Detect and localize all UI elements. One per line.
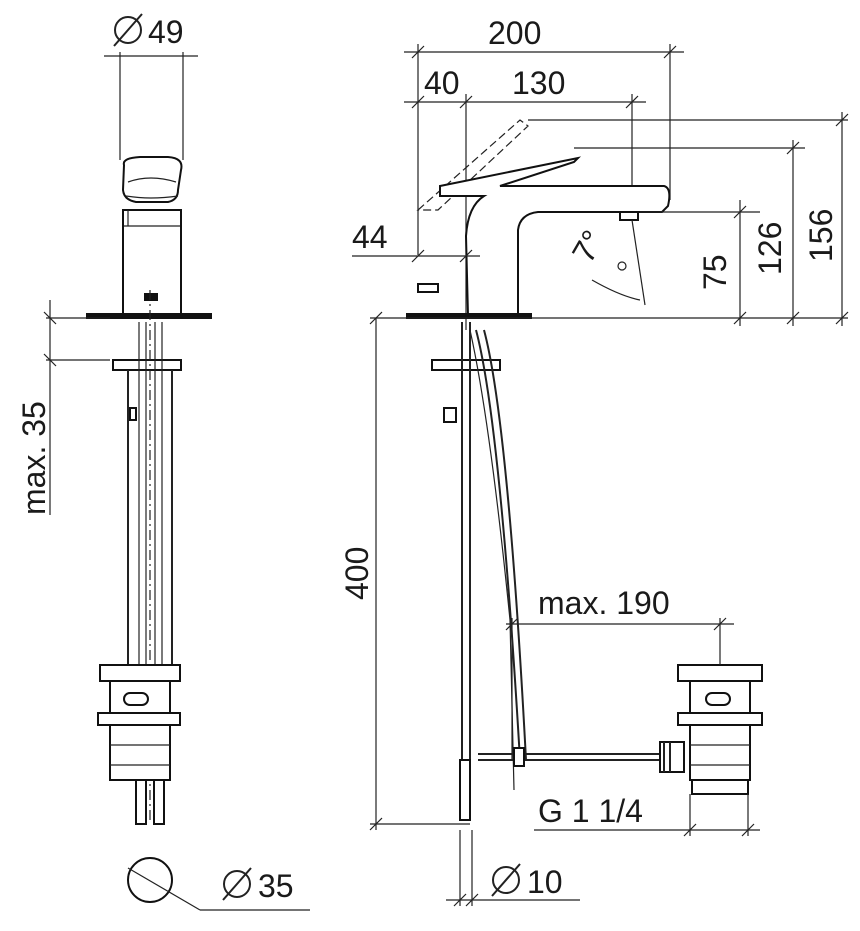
dimension-44: 44	[352, 219, 480, 263]
dim-diameter-49-label: 49	[148, 14, 184, 50]
dimension-thread: G 1 1/4	[534, 793, 760, 837]
mounting-assembly-side	[431, 322, 685, 821]
faucet-side-body	[416, 119, 671, 317]
waste-valve	[677, 664, 763, 795]
diameter-symbol-icon	[491, 863, 521, 897]
dimension-diameter-49: 49	[104, 13, 198, 160]
mounting-assembly-front	[97, 290, 182, 825]
dim-max-190-label: max. 190	[538, 585, 670, 621]
dim-400-label: 400	[339, 547, 375, 600]
front-view: 49	[16, 13, 310, 911]
dimension-angle-7: 7°	[565, 219, 646, 306]
deck-plate-side	[406, 313, 532, 319]
diameter-symbol-icon	[113, 13, 143, 47]
dim-diameter-35-label: 35	[258, 868, 294, 904]
dimension-diameter-10: 10	[446, 830, 580, 907]
deck-plate-front	[86, 313, 212, 319]
dim-40-label: 40	[424, 65, 460, 101]
dimension-max-35: max. 35	[16, 300, 110, 515]
dimension-400: 400	[339, 311, 470, 831]
dimension-diameter-35: 35	[127, 857, 310, 911]
dim-diameter-10-label: 10	[527, 864, 563, 900]
dimension-heights: 75 126 156	[528, 112, 849, 326]
dimension-200: 200	[404, 15, 684, 255]
diameter-symbol-icon	[222, 867, 252, 901]
faucet-front-body	[121, 156, 183, 315]
dim-130-label: 130	[512, 65, 565, 101]
dimension-max-190: max. 190	[505, 585, 734, 760]
side-view: 200 40 130 44	[339, 15, 849, 907]
dim-156-label: 156	[803, 209, 839, 262]
dim-75-label: 75	[697, 254, 733, 290]
dim-thread-label: G 1 1/4	[538, 793, 643, 829]
dim-200-label: 200	[488, 15, 541, 51]
dim-126-label: 126	[752, 222, 788, 275]
dim-max-35-label: max. 35	[16, 401, 52, 515]
dim-angle-7-label: 7°	[565, 224, 611, 268]
dimension-40-130: 40 130	[404, 65, 646, 330]
dim-44-label: 44	[352, 219, 388, 255]
